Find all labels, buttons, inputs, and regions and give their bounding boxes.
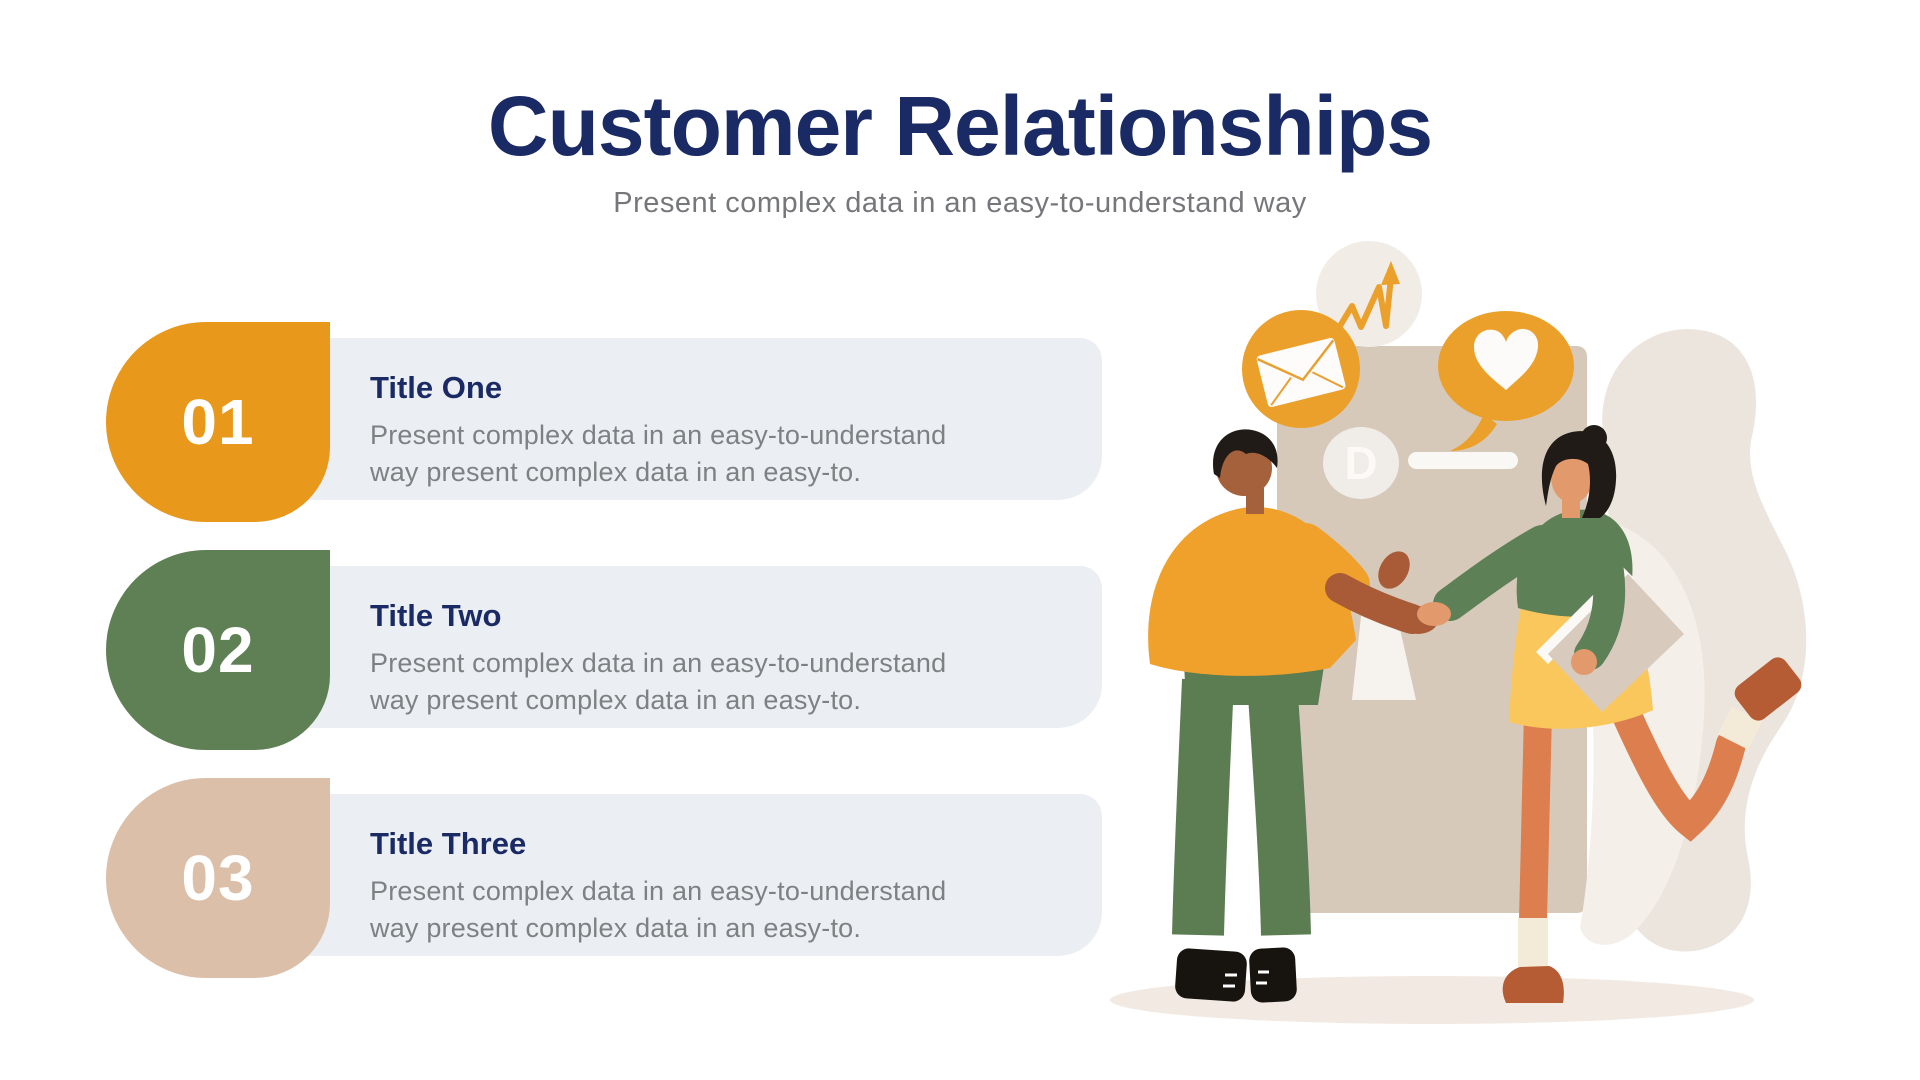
heart-bubble-icon — [1438, 311, 1574, 451]
avatar-letter: D — [1344, 437, 1377, 489]
trend-up-icon — [1316, 241, 1422, 347]
item-number: 01 — [181, 386, 255, 458]
list-item: 03 Title Three Present complex data in a… — [106, 778, 1102, 978]
person-right — [1417, 425, 1802, 1003]
item-badge: 02 — [106, 550, 330, 750]
text-bar-shape — [1408, 452, 1518, 469]
item-panel — [218, 566, 1102, 728]
item-badge: 03 — [106, 778, 330, 978]
item-description: Present complex data in an easy-to-under… — [370, 876, 947, 943]
item-title: Title Two — [370, 598, 502, 633]
item-description: Present complex data in an easy-to-under… — [370, 420, 947, 487]
item-panel — [218, 338, 1102, 500]
list-item: 01 Title One Present complex data in an … — [106, 322, 1102, 522]
envelope-icon — [1242, 310, 1360, 428]
list-item: 02 Title Two Present complex data in an … — [106, 550, 1102, 750]
item-description: Present complex data in an easy-to-under… — [370, 648, 947, 715]
item-title: Title One — [370, 370, 503, 405]
handshake-illustration: D — [1110, 241, 1807, 1024]
item-title: Title Three — [370, 826, 527, 861]
page-title: Customer Relationships — [487, 79, 1433, 173]
item-content: Title Three Present complex data in an e… — [370, 828, 1080, 947]
page-subtitle: Present complex data in an easy-to-under… — [613, 187, 1307, 219]
person-left — [1148, 429, 1438, 1003]
item-number: 03 — [181, 842, 255, 914]
item-number: 02 — [181, 614, 255, 686]
item-content: Title One Present complex data in an eas… — [370, 372, 1080, 491]
item-content: Title Two Present complex data in an eas… — [370, 600, 1080, 719]
avatar — [1323, 427, 1399, 499]
item-panel — [218, 794, 1102, 956]
light-cone-shape — [1352, 598, 1416, 700]
item-badge: 01 — [106, 322, 330, 522]
